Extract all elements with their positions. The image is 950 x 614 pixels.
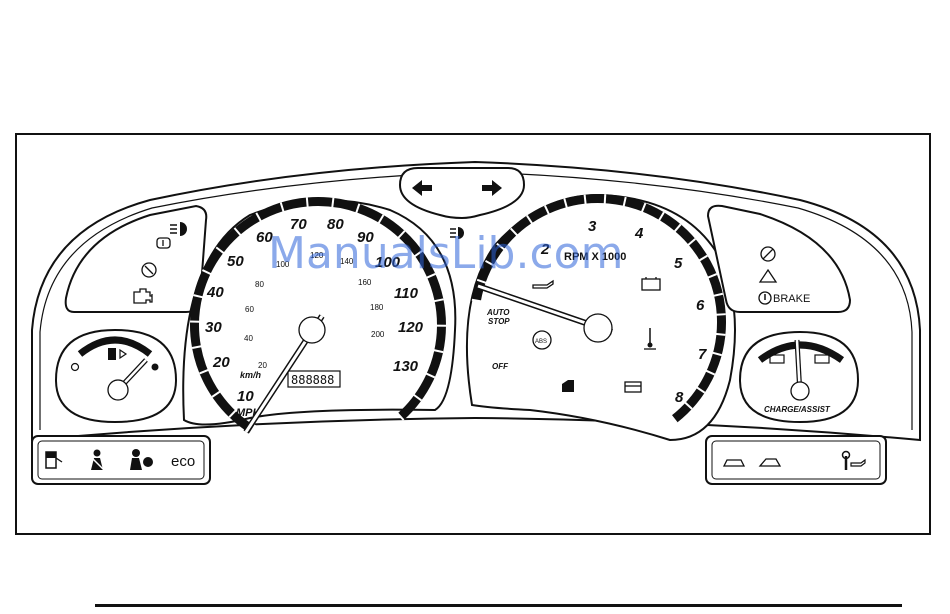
rpm-label: 8: [675, 389, 684, 406]
rpm-needle-hub: [584, 314, 612, 342]
charge-assist-label: CHARGE/ASSIST: [764, 405, 831, 414]
footer-rule: [95, 604, 902, 607]
gauge-tick: [585, 195, 586, 205]
gauge-tick: [307, 197, 308, 207]
kmh-unit: km/h: [240, 370, 262, 380]
rpm-label: 7: [698, 346, 707, 363]
kmh-label: 40: [244, 334, 253, 343]
odometer-digits: 888888: [291, 373, 334, 387]
abs-label: ABS: [535, 339, 547, 345]
fuel-full-marker: [152, 364, 159, 371]
fuel-needle-hub: [108, 380, 128, 400]
gauge-tick: [332, 198, 333, 208]
kmh-label: 80: [255, 280, 264, 289]
rpm-label: 6: [696, 297, 705, 314]
speed-label: 50: [227, 253, 244, 270]
kmh-label: 60: [245, 305, 254, 314]
fuel-gauge-pod: [56, 330, 176, 422]
kmh-label: 200: [371, 330, 385, 339]
auto-stop-label-line1: AUTO: [486, 308, 510, 317]
gauge-tick: [605, 194, 606, 204]
rpm-label: 4: [634, 225, 644, 242]
speed-needle-hub: [299, 317, 325, 343]
speed-label: 120: [398, 319, 424, 336]
kmh-label: 20: [258, 361, 267, 370]
speed-label: 20: [212, 354, 230, 371]
auto-stop-off-label: OFF: [492, 362, 509, 371]
speed-label: 30: [205, 319, 222, 336]
speed-label: 110: [394, 285, 419, 302]
fuel-empty-marker: [72, 364, 79, 371]
charge-needle-hub: [791, 382, 809, 400]
kmh-label: 160: [358, 278, 372, 287]
kmh-label: 180: [370, 303, 384, 312]
rpm-label: 5: [674, 255, 683, 272]
speed-label: 10: [237, 388, 254, 405]
gauge-tick: [715, 334, 725, 335]
auto-stop-label-line2: STOP: [488, 317, 510, 326]
watermark: ManualsLib.com: [268, 228, 623, 279]
eco-label: eco: [171, 453, 195, 470]
brake-label: BRAKE: [773, 293, 810, 305]
gauge-tick: [716, 314, 726, 315]
speed-label: 130: [393, 358, 419, 375]
speed-label: 40: [206, 284, 224, 301]
